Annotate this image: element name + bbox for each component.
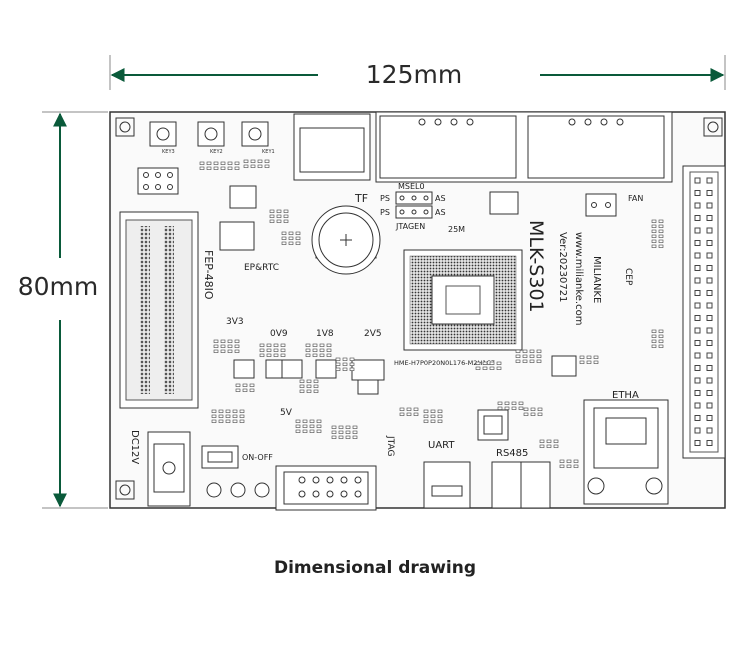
width-label: 125mm	[366, 60, 462, 89]
v3v3-label: 3V3	[226, 317, 244, 327]
rtc-battery	[311, 205, 381, 275]
msel-label: MSEL0	[398, 182, 425, 191]
key3-label: KEY3	[162, 149, 175, 155]
key2-label: KEY2	[210, 149, 223, 155]
v1v8-label: 1V8	[316, 329, 334, 339]
eprtc-label: EP&RTC	[244, 263, 279, 273]
dc12v-label: DC12V	[129, 430, 140, 464]
brand-label: MILIANKE	[591, 256, 602, 303]
key-buttons	[149, 121, 269, 147]
tf-label: TF	[354, 192, 368, 205]
uart-port	[423, 461, 471, 509]
height-label: 80mm	[18, 272, 99, 301]
fep-label: FEP-48IO	[202, 250, 215, 300]
ps1-label: PS	[380, 194, 390, 203]
fpga-chip	[403, 249, 523, 351]
v2v5-label: 2V5	[364, 329, 382, 339]
pcb-board: KEY3 KEY2 KEY1 FEP-48IO TF	[109, 111, 726, 511]
header-j10	[137, 167, 179, 195]
cep-label: CEP	[623, 268, 633, 286]
fep-connector	[119, 211, 199, 409]
rs485-label: RS485	[496, 448, 528, 459]
dc-jack	[147, 431, 191, 507]
rs485-port	[491, 461, 551, 509]
website-label: www.milianke.com	[573, 232, 584, 325]
top-connector-block	[375, 111, 673, 183]
osc-label: 25M	[448, 225, 465, 234]
onoff-label: ON-OFF	[242, 453, 273, 462]
ps2-label: PS	[380, 208, 390, 217]
tf-card-slot	[293, 113, 371, 181]
fan-connector	[585, 193, 617, 217]
chip-label: HME-H7P0P20N0L176-M2H1C7	[394, 359, 495, 367]
caption: Dimensional drawing	[273, 558, 477, 578]
smd-components	[199, 159, 664, 468]
key1-label: KEY1	[262, 149, 275, 155]
model-label: MLK-S301	[525, 220, 547, 313]
jtag-connector	[275, 465, 377, 511]
msel-header	[395, 191, 433, 219]
as1-label: AS	[435, 194, 446, 203]
v0v9-label: 0V9	[270, 329, 288, 339]
jtag-label: JTAG	[385, 435, 395, 456]
cep-connector	[682, 165, 726, 459]
flash-chip	[489, 191, 519, 215]
etha-label: ETHA	[612, 390, 639, 401]
fan-label: FAN	[628, 194, 643, 203]
version-label: Ver:20230721	[557, 232, 568, 302]
regulators	[219, 185, 385, 395]
width-dimension: 125mm	[109, 55, 726, 90]
power-switch	[201, 445, 270, 498]
as2-label: AS	[435, 208, 446, 217]
v5v-label: 5V	[280, 408, 293, 418]
ethernet-port	[583, 399, 669, 505]
height-dimension: 80mm	[18, 111, 108, 509]
jtagen-label: JTAGEN	[395, 222, 425, 231]
eth-phy	[477, 355, 577, 441]
uart-label: UART	[428, 440, 455, 451]
